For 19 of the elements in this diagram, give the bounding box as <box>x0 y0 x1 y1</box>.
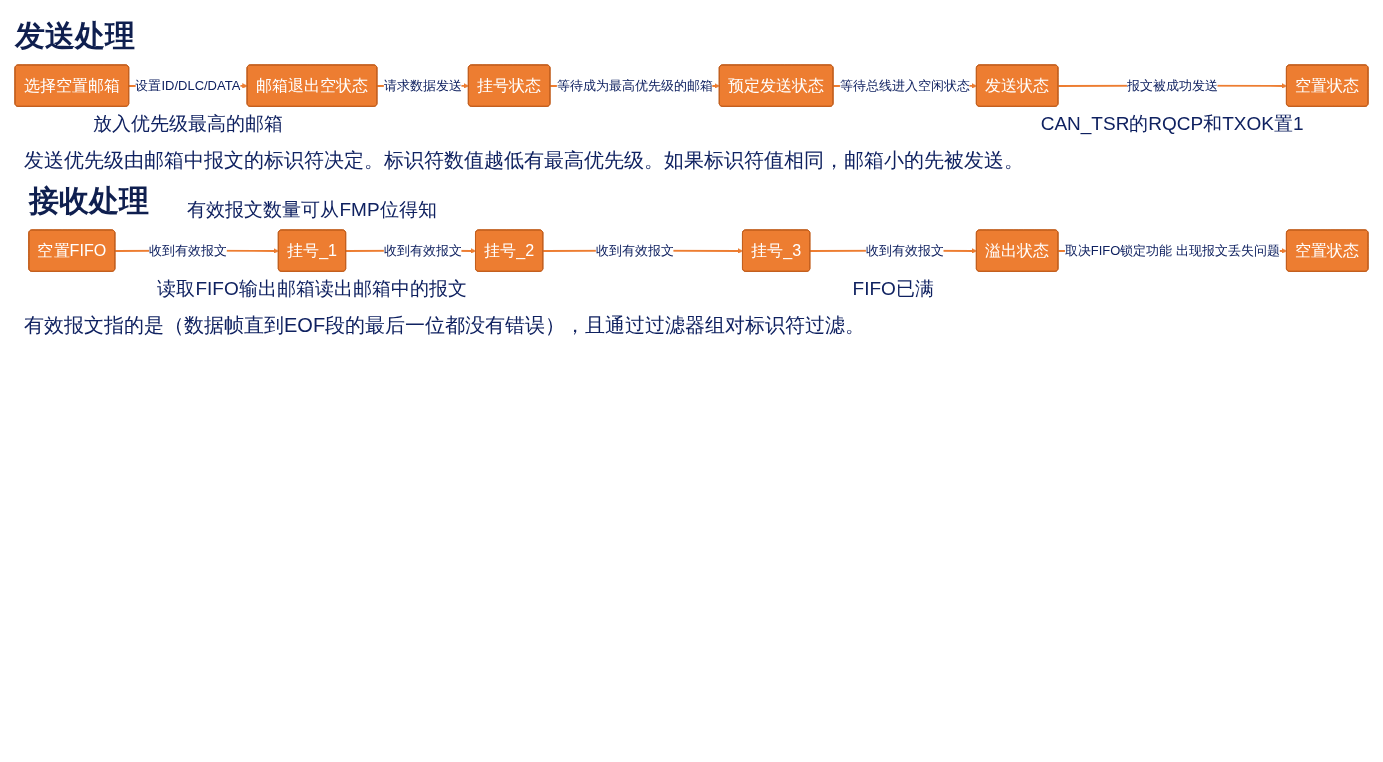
edge-label: 报文被成功发送 <box>1126 78 1218 93</box>
note-text: CAN_TSR的RQCP和TXOK置1 <box>1040 112 1304 137</box>
edge-label: 设置ID/DLC/DATA <box>135 78 241 93</box>
note-text: 读取FIFO输出邮箱读出邮箱中的报文 <box>157 277 467 302</box>
note-text: 放入优先级最高的邮箱 <box>92 112 283 137</box>
note-paragraph: 发送优先级由邮箱中报文的标识符决定。标识符数值越低有最高优先级。如果标识符值相同，邮箱小的先被发送。 <box>24 148 1024 174</box>
section-heading: 接收处理 <box>28 182 149 219</box>
edge-label: 收到有效报文 <box>383 243 462 258</box>
edge-label: 等待总线进入空闲状态 <box>839 78 970 93</box>
edge-label: 收到有效报文 <box>148 243 227 258</box>
edge-label: 收到有效报文 <box>595 243 674 258</box>
note-text: 有效报文数量可从FMP位得知 <box>187 197 437 222</box>
note-paragraph: 有效报文指的是（数据帧直到EOF段的最后一位都没有错误），且通过过滤器组对标识符过滤。 <box>24 313 866 339</box>
edge-label: 取决FIFO锁定功能 出现报文丢失问题 <box>1064 243 1280 258</box>
edge-label: 等待成为最高优先级的邮箱 <box>556 78 713 93</box>
section-heading: 发送处理 <box>14 17 135 54</box>
edge-label: 请求数据发送 <box>383 78 462 93</box>
edge-label: 收到有效报文 <box>865 243 944 258</box>
note-text: FIFO已满 <box>852 277 934 302</box>
